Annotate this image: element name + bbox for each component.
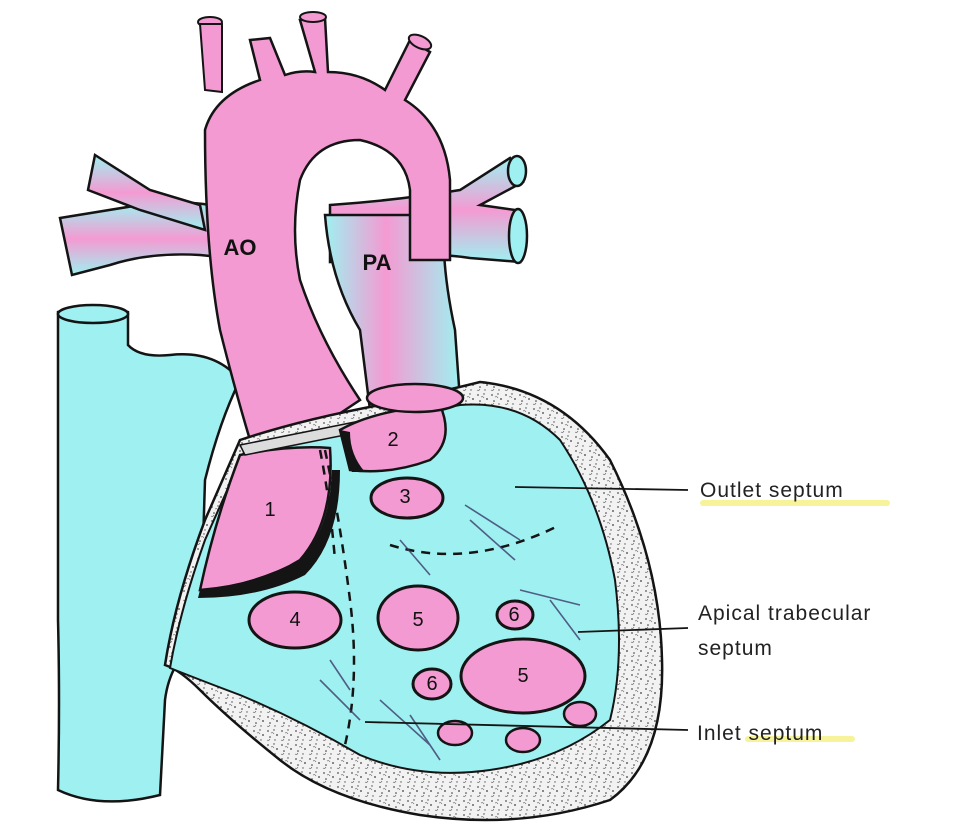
num-2: 2 [387, 429, 398, 451]
num-5a: 5 [412, 609, 423, 631]
small-defect-b [506, 728, 540, 752]
label-ao: AO [224, 235, 257, 260]
num-6a: 6 [508, 604, 519, 626]
num-3: 3 [399, 486, 410, 508]
label-pa: PA [363, 250, 392, 275]
num-6b: 6 [426, 673, 437, 695]
num-5b: 5 [517, 665, 528, 687]
callout-outlet-septum: Outlet septum [700, 479, 844, 502]
small-defect-c [564, 702, 596, 726]
pulmonary-valve-ring [367, 384, 463, 412]
callout-apical-line1: Apical trabecular [698, 602, 871, 625]
callout-apical-line2: septum [698, 637, 773, 660]
num-4: 4 [289, 609, 300, 631]
callout-inlet-septum: Inlet septum [697, 722, 823, 745]
num-1: 1 [264, 499, 275, 521]
